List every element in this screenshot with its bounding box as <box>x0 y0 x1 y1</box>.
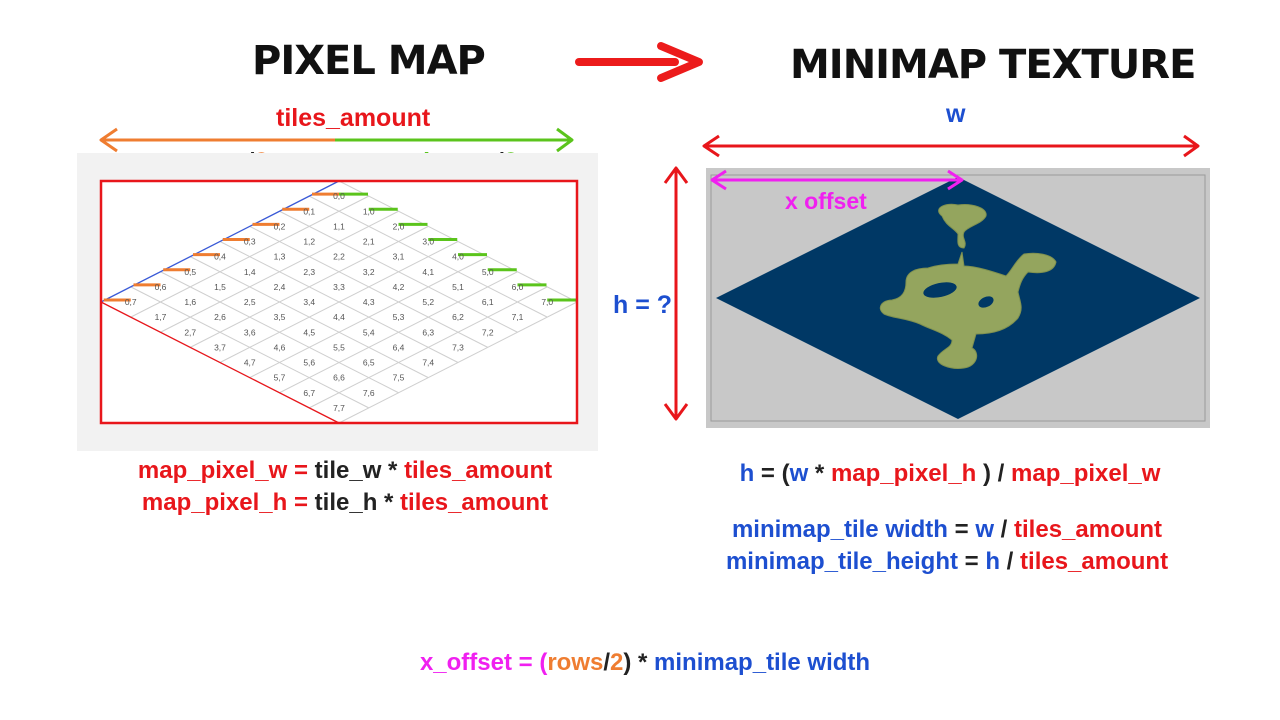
tile-coordinate-label: 7,5 <box>393 373 405 383</box>
tile-coordinate-label: 0,0 <box>333 191 345 201</box>
tile-coordinate-label: 6,2 <box>452 312 464 322</box>
x-offset-arrow <box>710 169 964 191</box>
tile-coordinate-label: 0,5 <box>184 267 196 277</box>
tile-coordinate-label: 2,7 <box>184 327 196 337</box>
tile-coordinate-label: 6,6 <box>333 373 345 383</box>
tile-coordinate-label: 4,6 <box>274 342 286 352</box>
columns-half-markers <box>339 192 577 302</box>
tile-coordinate-label: 1,2 <box>303 237 315 247</box>
tile-coordinate-label: 2,5 <box>244 297 256 307</box>
x-offset-label: x offset <box>785 188 867 214</box>
pixel-map-title: PIXEL MAP <box>252 38 486 84</box>
tile-coordinate-label: 0,7 <box>125 297 137 307</box>
tile-coordinate-label: 3,4 <box>303 297 315 307</box>
map-bounds-box <box>99 179 579 425</box>
tile-coordinate-label: 5,0 <box>482 267 494 277</box>
tile-coordinate-label: 1,5 <box>214 282 226 292</box>
tile-coordinate-label: 5,4 <box>363 327 375 337</box>
w-label: w <box>946 100 966 128</box>
tile-coordinate-label: 2,4 <box>274 282 286 292</box>
island-lakes <box>923 282 994 308</box>
map-pixel-w-formula: map_pixel_w = tile_w * tiles_amount <box>137 457 553 484</box>
tiles-amount-arrow <box>99 127 574 153</box>
tile-coordinate-label: 2,2 <box>333 252 345 262</box>
tile-coordinate-label: 2,1 <box>363 237 375 247</box>
tile-coordinate-label: 6,4 <box>393 342 405 352</box>
minimap-tile-height-formula: minimap_tile_height = h / tiles_amount <box>725 548 1169 575</box>
minimap-tile-width-formula: minimap_tile width = w / tiles_amount <box>731 516 1163 543</box>
tile-coordinate-label: 4,5 <box>303 327 315 337</box>
tile-coordinate-label: 3,3 <box>333 282 345 292</box>
tile-coordinate-label: 3,2 <box>363 267 375 277</box>
tile-coordinate-label: 7,3 <box>452 342 464 352</box>
map-pixel-h-formula: map_pixel_h = tile_h * tiles_amount <box>141 489 549 516</box>
tile-coordinate-label: 0,3 <box>244 237 256 247</box>
tile-coordinate-label: 5,3 <box>393 312 405 322</box>
tile-coordinate-label: 6,7 <box>303 388 315 398</box>
tile-coordinate-label: 0,1 <box>303 206 315 216</box>
tile-coordinate-label: 3,0 <box>422 237 434 247</box>
minimap-texture <box>706 168 1210 428</box>
tile-coordinate-label: 3,5 <box>274 312 286 322</box>
tiles-amount-label: tiles_amount <box>276 104 431 132</box>
tile-coordinate-label: 1,1 <box>333 221 345 231</box>
tile-coordinate-label: 1,7 <box>155 312 167 322</box>
tile-coordinate-label: 1,6 <box>184 297 196 307</box>
tile-coordinate-label: 6,0 <box>512 282 524 292</box>
tile-coordinate-label: 7,2 <box>482 327 494 337</box>
tile-coordinate-label: 0,6 <box>155 282 167 292</box>
tile-coordinate-label: 4,0 <box>452 252 464 262</box>
transform-arrow <box>575 42 703 82</box>
h-formula: h = (w * map_pixel_h ) / map_pixel_w <box>739 460 1161 487</box>
tile-coordinate-label: 4,4 <box>333 312 345 322</box>
h-unknown-label: h = ? <box>613 291 673 319</box>
tile-coordinate-label: 6,1 <box>482 297 494 307</box>
tile-coordinate-label: 3,7 <box>214 342 226 352</box>
tile-coordinate-label: 2,6 <box>214 312 226 322</box>
tile-coordinate-label: 5,5 <box>333 342 345 352</box>
tile-coordinate-label: 6,5 <box>363 358 375 368</box>
tile-coordinate-label: 5,1 <box>452 282 464 292</box>
tile-coordinate-label: 7,1 <box>512 312 524 322</box>
w-arrow <box>702 134 1200 158</box>
tile-coordinate-label: 4,1 <box>422 267 434 277</box>
tile-coordinate-label: 4,7 <box>244 358 256 368</box>
tile-coordinate-label: 4,2 <box>393 282 405 292</box>
h-arrow <box>663 166 689 421</box>
tile-coordinate-label: 2,0 <box>393 221 405 231</box>
tile-coordinate-label: 3,6 <box>244 327 256 337</box>
x-offset-formula: x_offset = (rows/2) * minimap_tile width <box>419 649 871 676</box>
tile-coordinate-label: 5,2 <box>422 297 434 307</box>
tile-coordinate-label: 7,7 <box>333 403 345 413</box>
rows-half-markers <box>103 192 339 302</box>
tile-coordinate-label: 7,6 <box>363 388 375 398</box>
tile-coordinate-label: 1,4 <box>244 267 256 277</box>
tile-coordinate-label: 0,2 <box>274 221 286 231</box>
tile-coordinate-label: 4,3 <box>363 297 375 307</box>
tile-coordinate-label: 6,3 <box>422 327 434 337</box>
tile-coordinate-label: 3,1 <box>393 252 405 262</box>
minimap-texture-title: MINIMAP TEXTURE <box>790 42 1196 88</box>
tile-coordinate-label: 5,7 <box>274 373 286 383</box>
island-shape <box>879 203 1057 369</box>
tile-coordinate-label: 0,4 <box>214 252 226 262</box>
tile-coordinate-label: 7,0 <box>541 297 553 307</box>
tile-coordinate-label: 1,0 <box>363 206 375 216</box>
tile-coordinate-label: 1,3 <box>274 252 286 262</box>
tile-coordinate-label: 7,4 <box>422 358 434 368</box>
tile-coordinate-label: 5,6 <box>303 358 315 368</box>
tile-coordinate-label: 2,3 <box>303 267 315 277</box>
tile-coordinate-labels: 0,0 0,1 0,2 0,3 0,4 0,5 0,6 0,7 1,0 1,1 1,2 1,3 1,4 1… <box>125 191 554 413</box>
